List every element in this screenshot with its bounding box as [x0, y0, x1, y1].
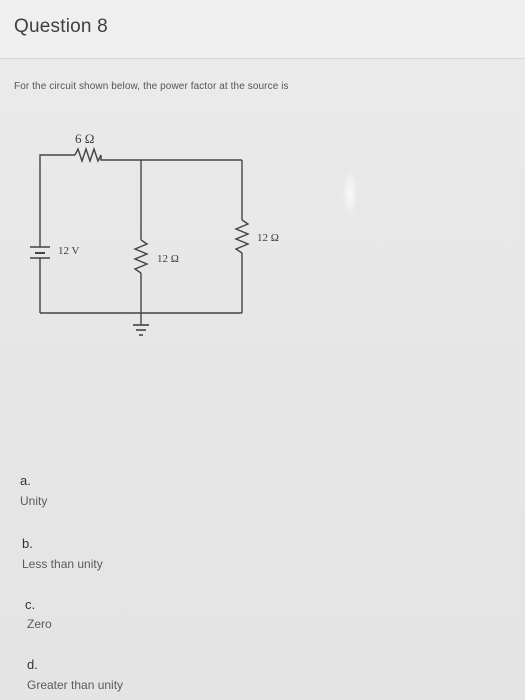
- question-title: Question 8: [14, 16, 108, 37]
- question-header: Question 8: [0, 0, 525, 59]
- question-prompt: For the circuit shown below, the power f…: [14, 81, 289, 92]
- top-wire: [39, 154, 75, 160]
- top-wire-right: [100, 155, 242, 161]
- option-c-text[interactable]: Zero: [27, 617, 52, 631]
- right-resistor-zigzag: [234, 219, 250, 254]
- middle-resistor-zigzag: [133, 239, 149, 274]
- middle-resistor-label: 12 Ω: [157, 253, 179, 265]
- option-a-text[interactable]: Unity: [20, 494, 48, 508]
- option-b-letter[interactable]: b.: [22, 536, 33, 551]
- option-d-text[interactable]: Greater than unity: [27, 678, 124, 692]
- screen-glare: [342, 170, 358, 218]
- top-resistor-zigzag: [74, 146, 102, 164]
- option-c-letter[interactable]: c.: [25, 597, 36, 612]
- right-resistor-label: 12 Ω: [257, 232, 279, 244]
- option-d-letter[interactable]: d.: [27, 657, 38, 672]
- top-resistor-label: 6 Ω: [75, 131, 94, 146]
- source-label: 12 V: [58, 245, 80, 257]
- option-a-letter[interactable]: a.: [20, 473, 31, 488]
- option-b-text[interactable]: Less than unity: [22, 557, 103, 571]
